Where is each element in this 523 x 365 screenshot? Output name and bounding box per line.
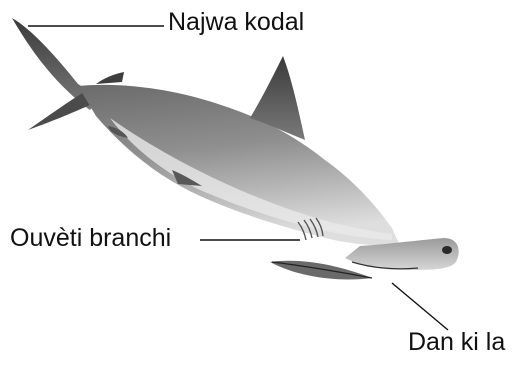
label-mouth: Dan ki la [408, 330, 505, 355]
label-gill-openings: Ouvèti branchi [10, 226, 171, 251]
eye [442, 246, 452, 254]
second-dorsal-fin [96, 72, 124, 84]
leader-line-mouth [392, 283, 448, 330]
shark-body [78, 85, 400, 246]
caudal-fin-lower-lobe [28, 92, 92, 130]
label-tail-fin: Najwa kodal [168, 10, 304, 35]
